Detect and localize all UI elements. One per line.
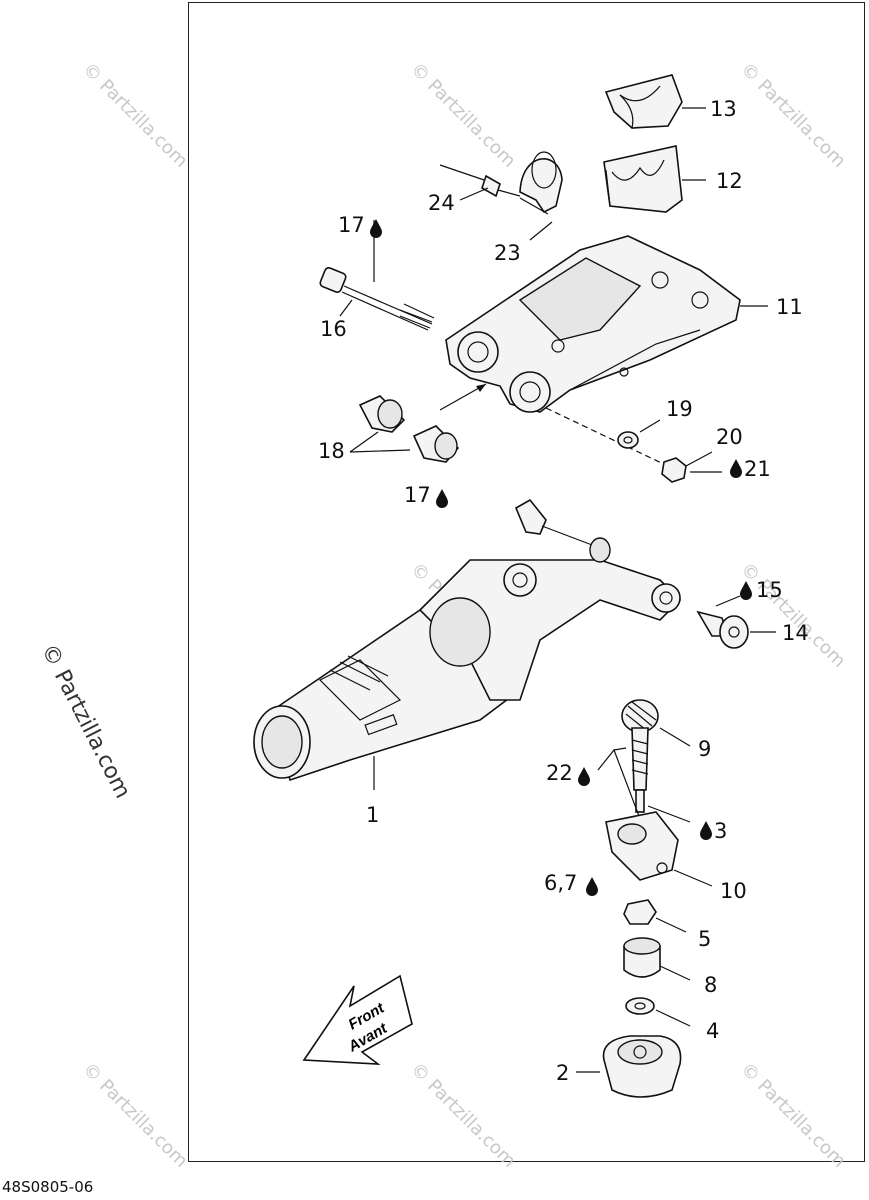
sealant-drop-icon <box>370 219 382 238</box>
sealant-drop-icon <box>436 489 448 508</box>
watermark-tile: © Partzilla.com <box>736 59 849 172</box>
watermark-tile: © Partzilla.com <box>736 559 849 672</box>
part-24-rivet <box>439 164 521 198</box>
watermark-tile: © Partzilla.com <box>78 1059 191 1172</box>
callout-9: 9 <box>698 737 711 761</box>
part-5-nut <box>623 899 657 925</box>
part-10-block <box>605 811 713 887</box>
diagram-code: 48S0805-06 <box>2 1178 94 1196</box>
part-1-housing <box>253 498 682 790</box>
part-23-clamp <box>519 151 563 215</box>
watermark-tile: © Partzilla.com <box>78 59 191 172</box>
callout-18: 18 <box>318 439 345 463</box>
callouts: 13 12 24 23 17 11 16 19 20 18 21 17 15 1… <box>318 97 809 1085</box>
sealant-drop-icon <box>586 877 598 896</box>
part-13-half-bushing <box>604 74 683 129</box>
callout-16: 16 <box>320 317 347 341</box>
callout-6-7: 6,7 <box>544 871 577 895</box>
sealant-drop-icon <box>730 459 742 478</box>
watermark-tile: © Partzilla.com <box>406 59 519 172</box>
sealant-drop-icon <box>700 821 712 840</box>
part-18-bushings <box>349 395 460 463</box>
part-14-bolt <box>696 595 776 649</box>
front-arrow: Front Avant <box>302 974 413 1065</box>
callout-14: 14 <box>782 621 809 645</box>
part-19-washer <box>617 431 639 449</box>
callout-20: 20 <box>716 425 743 449</box>
part-20-nut <box>661 457 687 483</box>
assembly-arrowhead <box>476 384 486 392</box>
part-4-washer <box>625 997 655 1015</box>
sealant-drop-icon <box>578 767 590 786</box>
assembly-axis <box>545 407 673 469</box>
callout-17a: 17 <box>338 213 365 237</box>
callout-1: 1 <box>366 803 379 827</box>
callout-3: 3 <box>714 819 727 843</box>
callout-4: 4 <box>706 1019 719 1043</box>
part-2-knob <box>576 1035 682 1098</box>
callout-21: 21 <box>744 457 771 481</box>
callout-8: 8 <box>704 973 717 997</box>
callout-11: 11 <box>776 295 803 319</box>
callout-5: 5 <box>698 927 711 951</box>
callout-17b: 17 <box>404 483 431 507</box>
part-11-support <box>445 235 768 413</box>
watermark-tile: © Partzilla.com <box>736 1059 849 1172</box>
diagram-frame <box>188 2 865 1162</box>
callout-23: 23 <box>494 241 521 265</box>
callout-24: 24 <box>428 191 455 215</box>
watermark-tile: © Partzilla.com <box>406 1059 519 1172</box>
callout-10: 10 <box>720 879 747 903</box>
callout-2: 2 <box>556 1061 569 1085</box>
part-12-bushing-block <box>603 145 683 213</box>
part-8-collar <box>623 937 691 981</box>
callout-12: 12 <box>716 169 743 193</box>
callout-19: 19 <box>666 397 693 421</box>
callout-13: 13 <box>710 97 737 121</box>
callout-15: 15 <box>756 578 783 602</box>
part-9-screw <box>621 699 691 813</box>
callout-22: 22 <box>546 761 573 785</box>
